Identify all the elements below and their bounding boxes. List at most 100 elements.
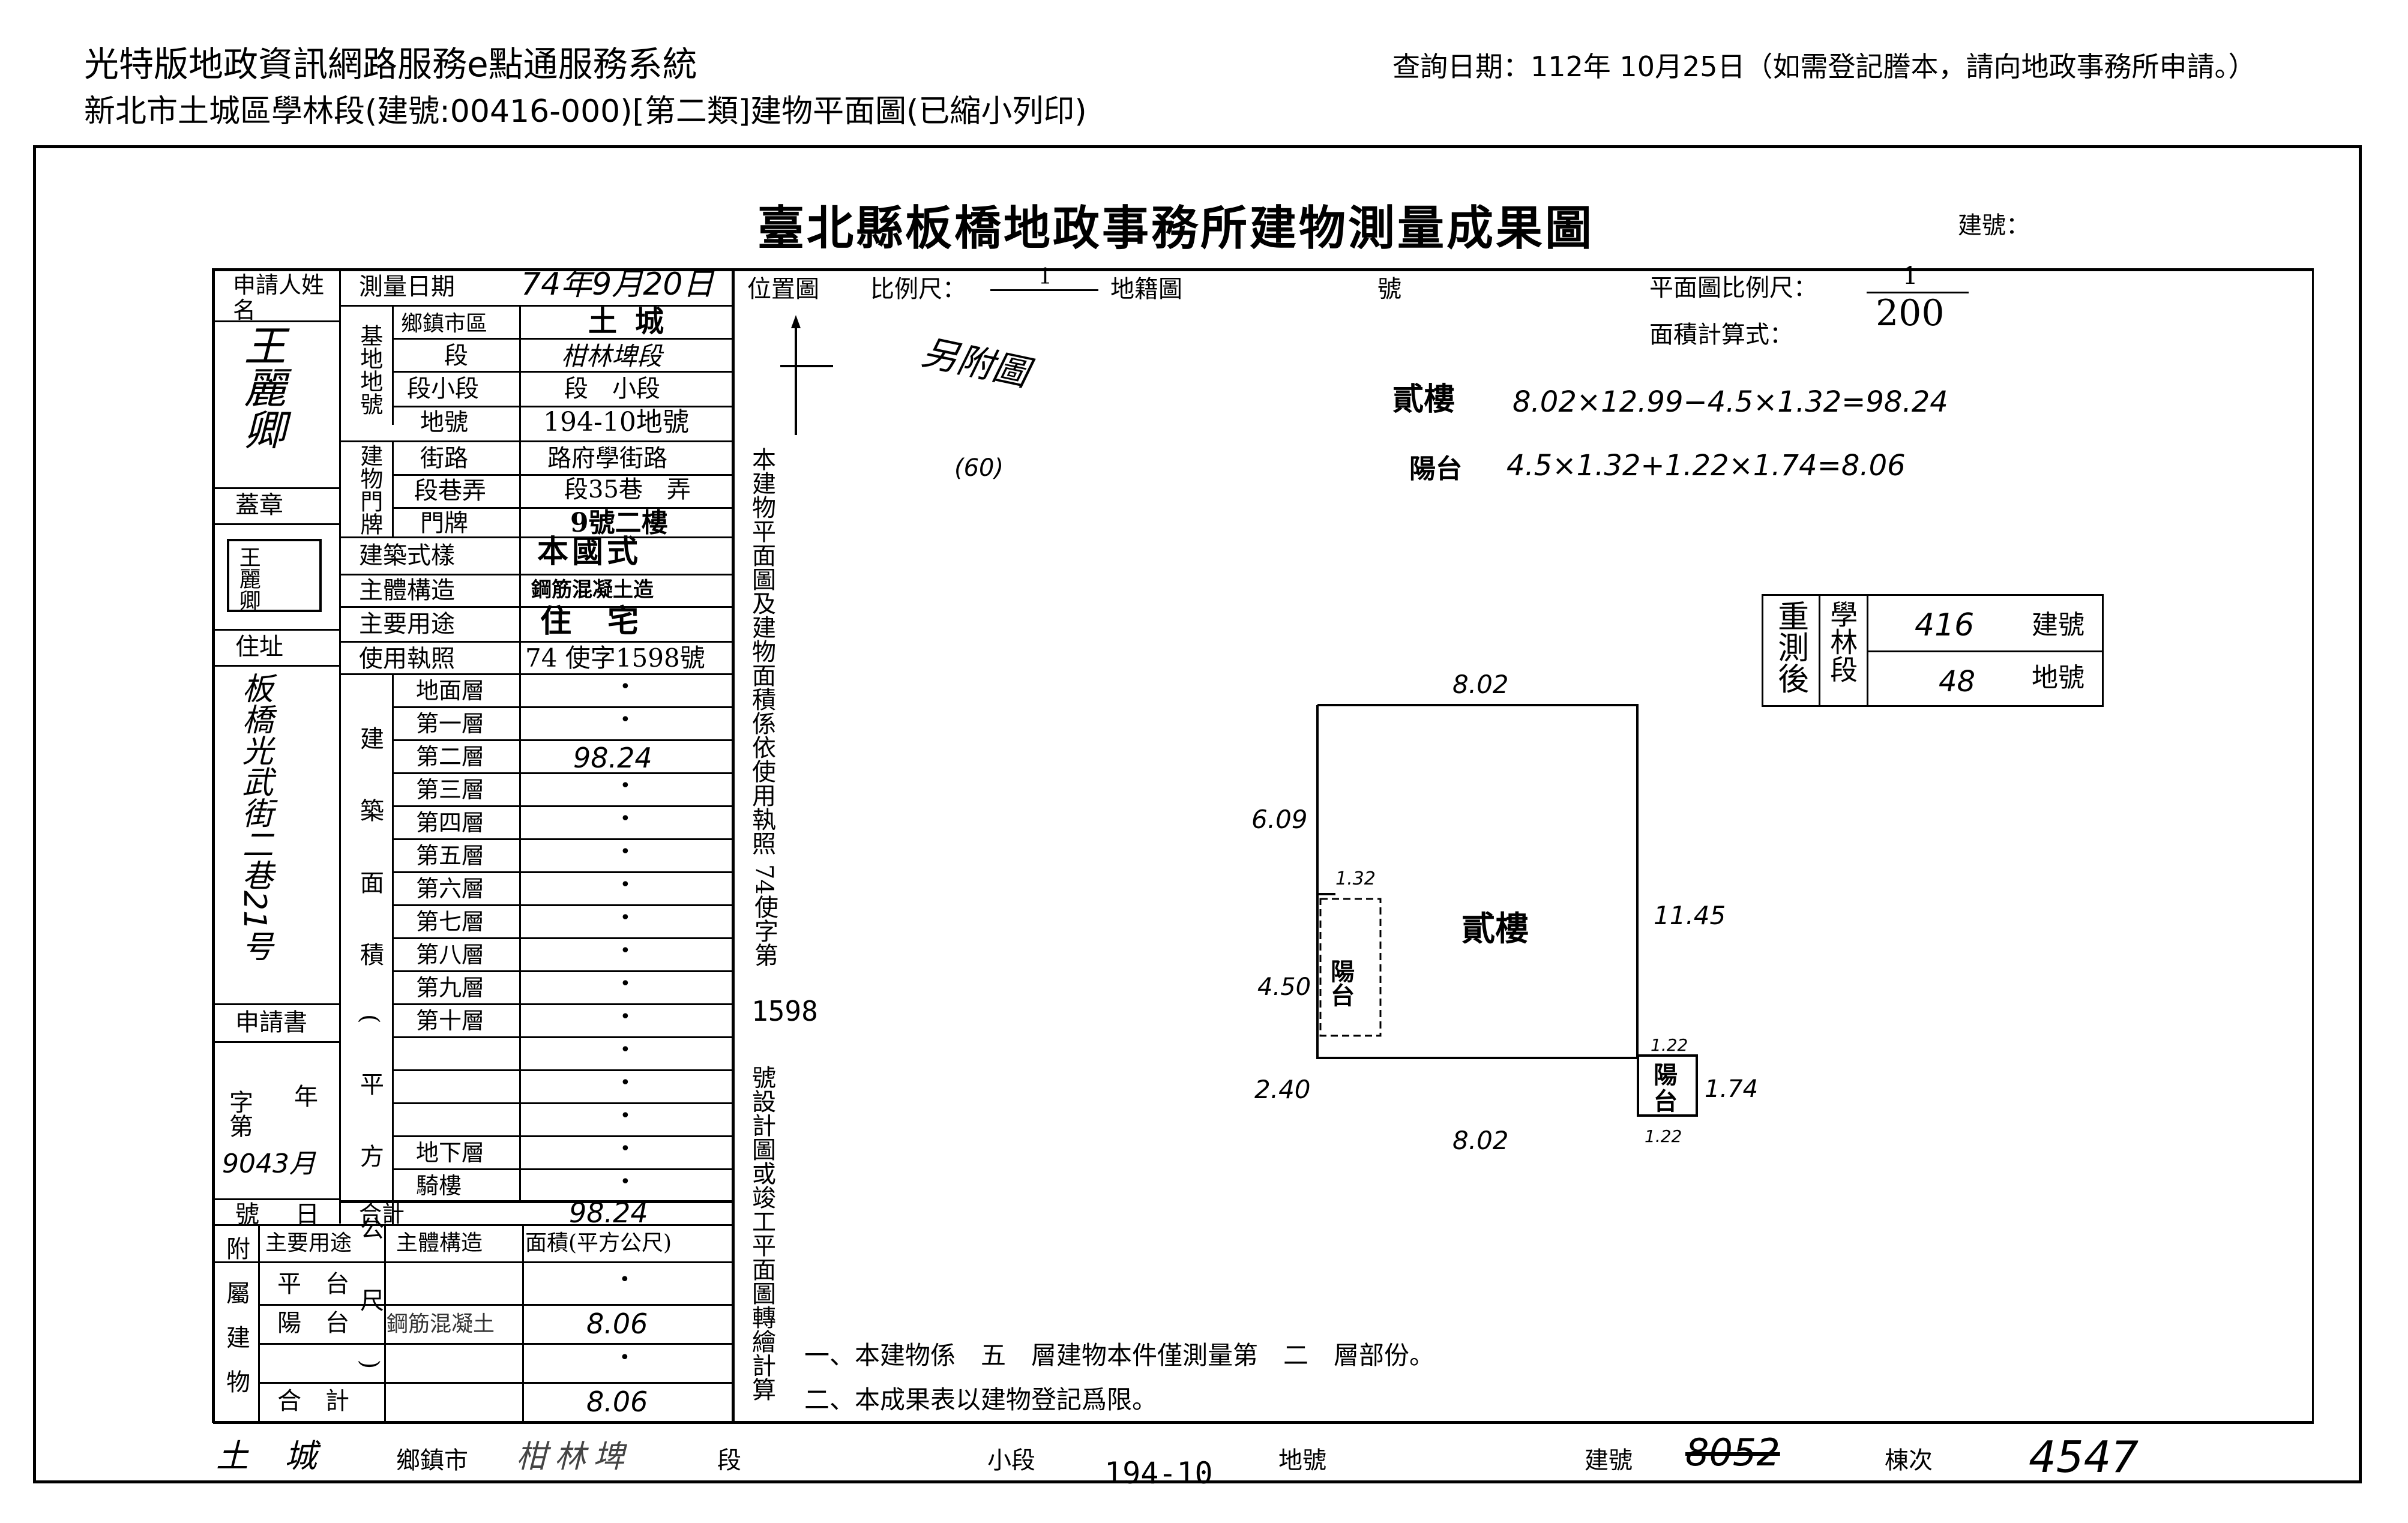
floor-area-value: • — [620, 676, 631, 697]
floor-area-value: • — [620, 1105, 631, 1126]
balcony2-label: 陽台 — [1654, 1061, 1678, 1116]
floor-row-divider — [393, 739, 732, 741]
annex-row-divider — [259, 1304, 732, 1306]
road-label: 街路 — [420, 445, 468, 472]
floor-label: 第五層 — [416, 843, 485, 869]
floor-area-value: • — [620, 1072, 631, 1093]
seal-text: 王麗卿 — [235, 546, 260, 611]
application-ri: 日 — [295, 1201, 319, 1228]
floor-label: 第十層 — [416, 1008, 485, 1034]
floor-area-value: • — [620, 841, 631, 862]
divider — [393, 474, 732, 476]
floor-label: 第七層 — [416, 909, 485, 935]
base-label: 基地地號 — [356, 324, 383, 415]
floor-label: 第二層 — [416, 743, 485, 770]
document-frame — [33, 145, 2362, 1483]
floor-area-value: 98.24 — [573, 742, 652, 774]
floor-label: 第九層 — [416, 975, 485, 1001]
divider — [340, 574, 732, 575]
footer-lot: 194-10 — [1104, 1456, 1213, 1491]
footer-build-struck: 8052 — [1685, 1431, 1780, 1474]
footer-sub-label: 小段 — [987, 1447, 1035, 1474]
applicant-address: 板橋光武街二巷21号 — [236, 672, 272, 962]
annex-area: • — [619, 1269, 630, 1290]
applicant-label: 申請人姓名 — [233, 272, 325, 323]
area-label: 建築面積(平方公尺) — [356, 726, 384, 1417]
dim-balc-top: 1.32 — [1335, 868, 1376, 889]
license-label: 使用執照 — [359, 645, 455, 673]
divider — [258, 1224, 260, 1421]
divider — [213, 629, 339, 631]
form-col-table-right — [732, 268, 735, 1423]
calc1-label: 貳樓 — [1392, 381, 1455, 418]
divider — [213, 487, 339, 489]
floor-area-value: • — [620, 1039, 631, 1060]
style-value: 本國式 — [537, 533, 642, 570]
balcony-label: 陽台 — [1326, 959, 1355, 1007]
calc1-formula: 8.02×12.99−4.5×1.32=98.24 — [1513, 385, 1948, 419]
dim-left-lower: 2.40 — [1254, 1075, 1311, 1104]
floor-area-value: • — [620, 973, 631, 994]
divider — [990, 289, 1098, 291]
divider — [1867, 650, 2104, 652]
resurvey-section: 學林段 — [1826, 600, 1859, 683]
annex-col-struct: 主體構造 — [396, 1231, 483, 1255]
build-no-label: 建號： — [1958, 212, 2030, 239]
application-zi: 字 — [229, 1089, 253, 1117]
floor-area-value: • — [620, 808, 631, 829]
system-name: 光特版地政資訊網路服務e點通服務系統 — [84, 44, 697, 85]
floor-label: 第六層 — [416, 876, 485, 902]
form-col1 — [339, 268, 341, 1224]
annex-use: 平台 — [277, 1270, 373, 1298]
divider — [1819, 594, 1820, 707]
total-value: 98.24 — [569, 1197, 648, 1229]
divider — [393, 406, 732, 407]
divider — [392, 305, 394, 425]
floor-row-divider — [393, 970, 732, 972]
dim-bottom: 8.02 — [1452, 1126, 1509, 1155]
divider — [392, 673, 394, 1201]
floor-row-divider — [393, 1102, 732, 1104]
resurvey-build-no: 416 — [1915, 607, 1975, 643]
footer-section: 柑林埤 — [516, 1439, 632, 1475]
floor-plan — [1316, 704, 1639, 1059]
floor-label: 第一層 — [416, 710, 485, 737]
use-value: 住宅 — [540, 603, 675, 640]
floor-area-value: • — [620, 940, 631, 961]
annex-use: 陽台 — [277, 1309, 373, 1337]
door-label: 建物門牌 — [356, 444, 383, 535]
note-line2: 二、本成果表以建物登記爲限。 — [804, 1385, 1158, 1414]
floor-row-divider — [393, 838, 732, 840]
floor-area-value: • — [620, 709, 631, 730]
footer-lot-label: 地號 — [1278, 1447, 1326, 1474]
divider — [340, 606, 732, 608]
annex-col-use: 主要用途 — [265, 1231, 352, 1255]
floor-row-divider — [393, 1168, 732, 1170]
vertical-note: 本建物平面圖及建物面積係依使用執照 — [748, 447, 775, 855]
resurvey-lot: 48 — [1939, 665, 1976, 698]
footer-seq-label: 棟次 — [1885, 1447, 1933, 1474]
survey-date: 74年9月20日 — [521, 266, 714, 302]
lot-value: 194-10地號 — [543, 407, 689, 437]
dim-balc2-top: 1.22 — [1651, 1035, 1688, 1055]
balcony2-box — [1637, 1054, 1698, 1117]
dim-balc2-bottom: 1.22 — [1645, 1126, 1682, 1146]
divider — [1867, 292, 1969, 293]
annex-area: 8.06 — [586, 1308, 648, 1340]
divider — [213, 1041, 339, 1043]
floor-area-value: • — [620, 1138, 631, 1159]
lane-value: 段35巷 弄 — [564, 476, 691, 503]
floor-row-divider — [393, 904, 732, 906]
floor-label: 騎樓 — [416, 1173, 462, 1199]
location-note: (60) — [954, 454, 1004, 482]
divider — [340, 673, 732, 675]
calc2-formula: 4.5×1.32+1.22×1.74=8.06 — [1507, 449, 1906, 482]
structure-value: 鋼筋混凝土造 — [531, 578, 654, 602]
floor-row-divider — [393, 1036, 732, 1038]
township-value: 土城 — [588, 305, 682, 338]
location-no-label: 號 — [1377, 275, 1401, 303]
calc2-label: 陽台 — [1409, 454, 1462, 484]
township-label: 鄉鎮市區 — [401, 311, 488, 336]
divider — [522, 1224, 524, 1421]
floor-area-value: • — [620, 907, 631, 928]
